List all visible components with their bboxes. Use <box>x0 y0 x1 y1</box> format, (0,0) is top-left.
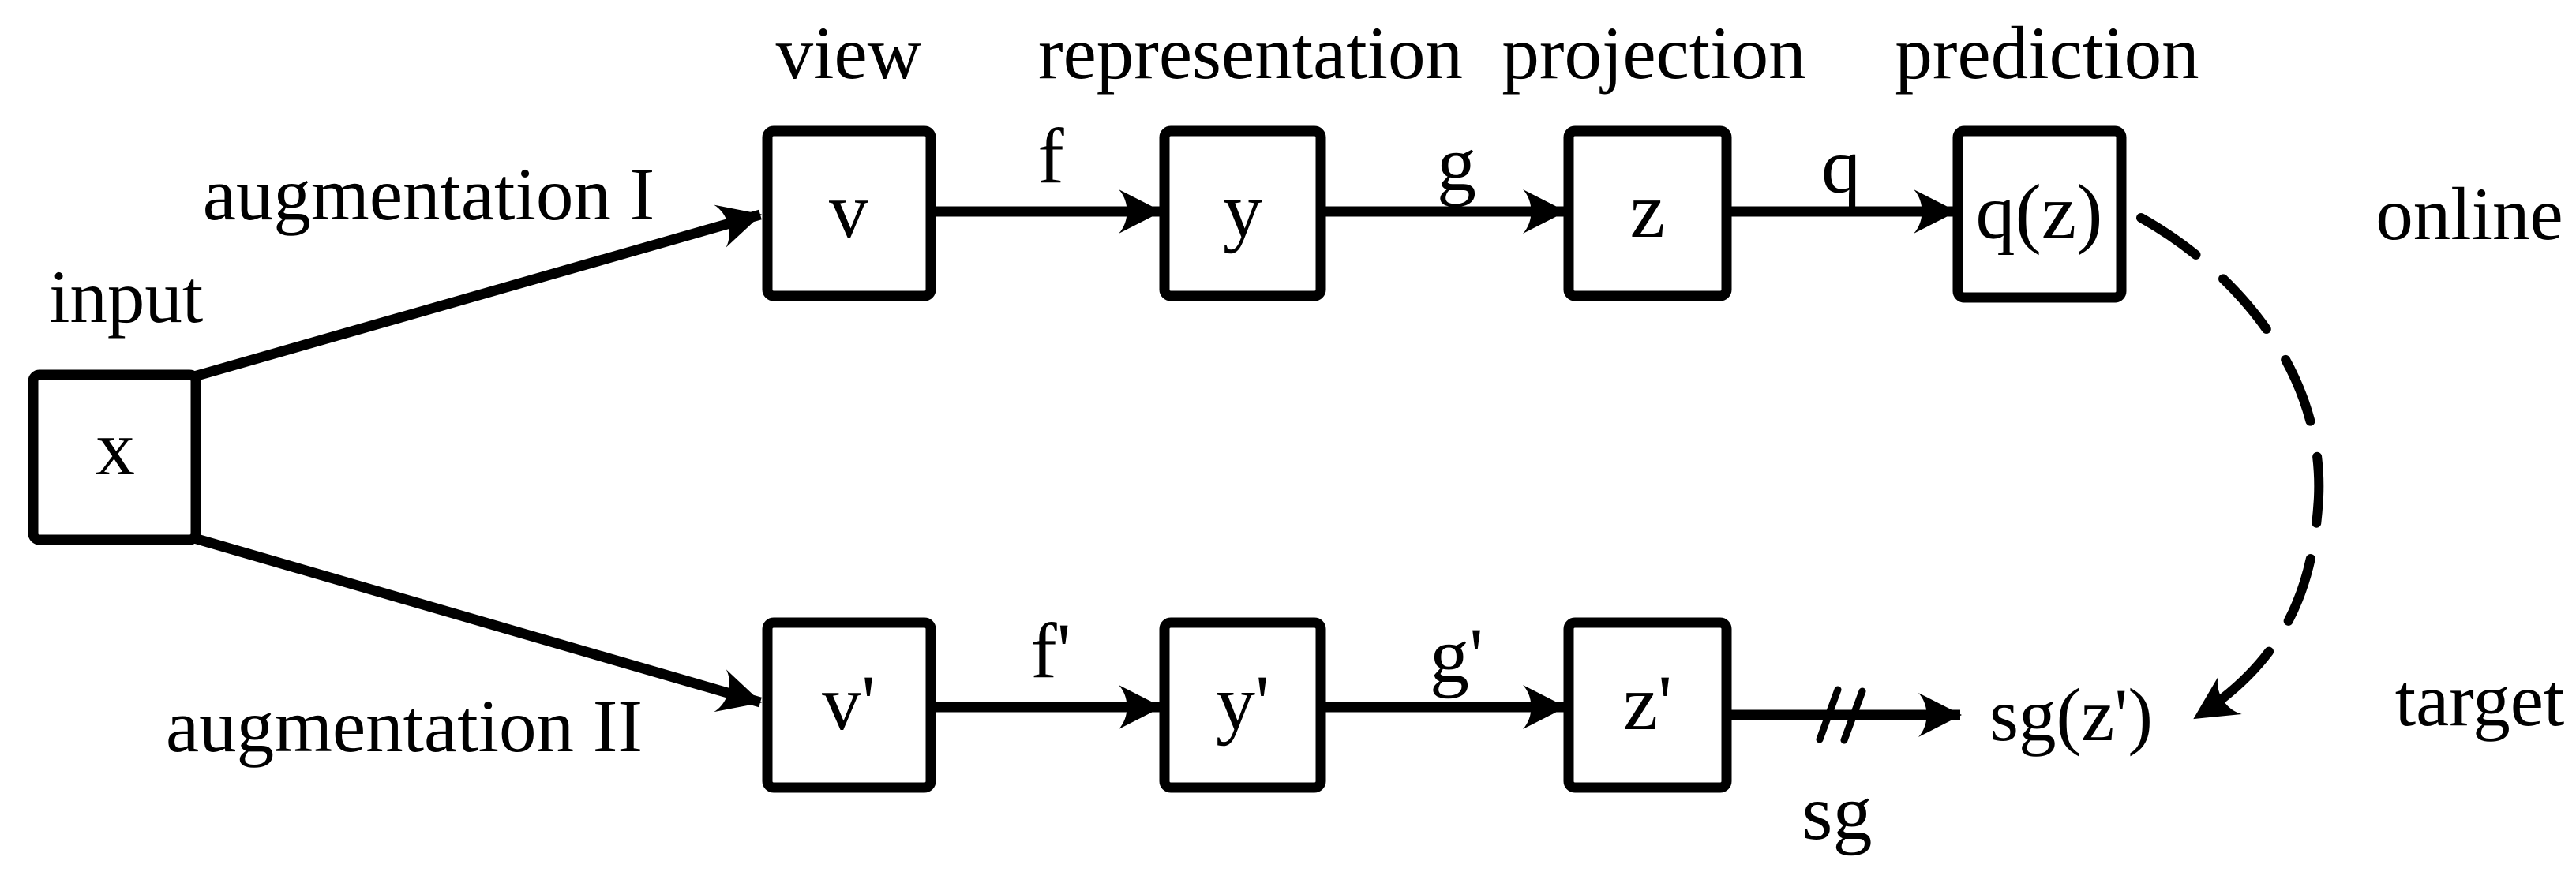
node-v-prime-box <box>762 617 936 793</box>
stage-label-projection: projection <box>1502 11 1805 95</box>
node-representation-y: y <box>1159 125 1326 301</box>
target-output-sgz-label: sg(z') <box>1989 673 2153 757</box>
edges <box>193 189 2324 744</box>
node-y-prime-box <box>1159 617 1326 793</box>
node-y-prime-label: y' <box>1216 659 1269 747</box>
node-x-label: x <box>96 404 135 492</box>
edge-label-f-prime: f' <box>1030 607 1071 694</box>
node-y-label: y <box>1223 167 1262 254</box>
edge-augmentation-1-arrow <box>193 204 762 382</box>
node-qz-label: q(z) <box>1976 168 2103 256</box>
edge-labels: f g q f' g' sg <box>1030 112 1872 856</box>
node-z-prime-label: z' <box>1623 659 1672 747</box>
side-labels: input augmentation I augmentation II onl… <box>49 152 2564 768</box>
node-view-v: v <box>762 125 936 301</box>
augmentation-2-label: augmentation II <box>166 684 643 768</box>
edge-online-to-target-dashed-arc <box>2136 213 2324 723</box>
node-z-box <box>1563 125 1732 301</box>
node-x-box <box>28 369 201 545</box>
node-representation-y-prime: y' <box>1159 617 1326 793</box>
edge-augmentation-2-arrow <box>193 533 762 713</box>
node-qz-box <box>1952 125 2127 303</box>
edge-label-g: g <box>1437 120 1476 208</box>
node-v-prime-label: v' <box>822 659 876 747</box>
stop-gradient-slash-1 <box>1816 686 1842 743</box>
node-z-label: z <box>1630 167 1665 254</box>
augmentation-1-label: augmentation I <box>203 152 654 236</box>
input-label: input <box>49 255 203 339</box>
node-view-v-prime: v' <box>762 617 936 793</box>
stage-label-prediction: prediction <box>1895 11 2199 95</box>
target-row-label: target <box>2395 658 2565 742</box>
node-prediction-qz: q(z) <box>1952 125 2127 303</box>
edge-label-f: f <box>1037 112 1064 200</box>
node-input-x: x <box>28 369 201 545</box>
node-projection-z-prime: z' <box>1563 617 1732 793</box>
node-projection-z: z <box>1563 125 1732 301</box>
node-v-label: v <box>829 167 868 254</box>
node-z-prime-box <box>1563 617 1732 793</box>
edge-label-g-prime: g' <box>1430 612 1483 699</box>
node-v-box <box>762 125 936 301</box>
stage-label-view: view <box>776 11 922 95</box>
stage-label-representation: representation <box>1038 11 1463 95</box>
node-y-box <box>1159 125 1326 301</box>
edge-label-q: q <box>1821 122 1861 210</box>
edge-label-sg: sg <box>1802 769 1873 856</box>
stop-gradient-slash-2 <box>1840 687 1866 744</box>
stage-labels: view representation projection predictio… <box>776 11 2199 95</box>
online-row-label: online <box>2375 172 2563 256</box>
nodes: x v y z q(z) v' y' z' <box>28 125 2153 793</box>
